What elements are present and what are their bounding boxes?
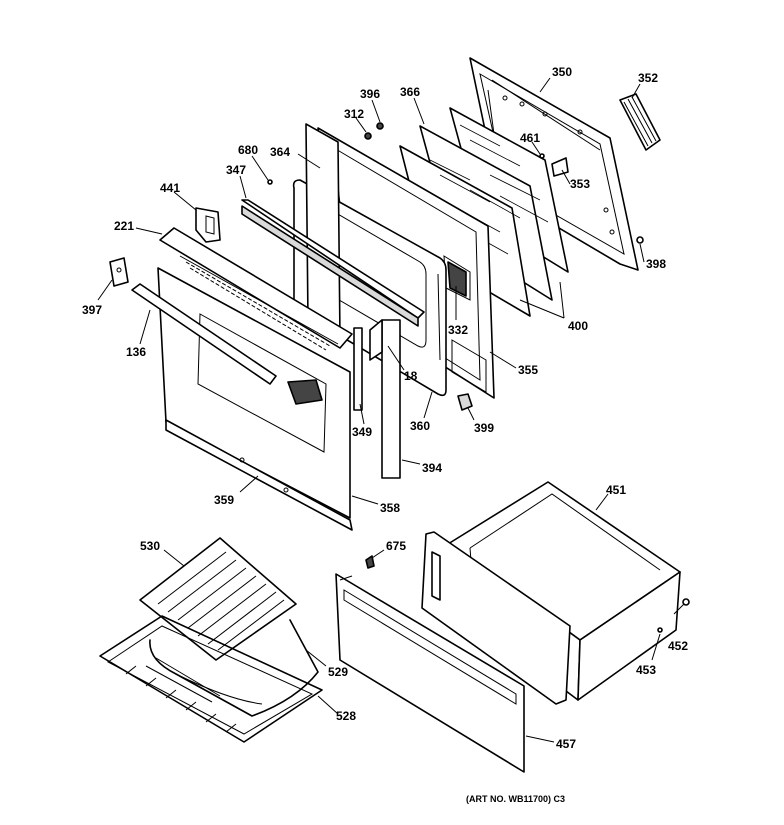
part-457-drawer-front-panel xyxy=(335,573,525,773)
part-221-vent-trim xyxy=(159,227,353,351)
callout-441: 441 xyxy=(160,181,180,195)
callout-364: 364 xyxy=(270,145,290,159)
part-364-door-frame xyxy=(305,123,341,341)
callout-349: 349 xyxy=(352,425,372,439)
callout-400: 400 xyxy=(568,319,588,333)
callout-360: 360 xyxy=(410,419,430,433)
callout-528: 528 xyxy=(336,709,356,723)
part-352-hinge-strip xyxy=(619,93,661,151)
part-136-door-handle xyxy=(131,283,277,385)
part-528-oven-rack xyxy=(99,615,323,743)
callout-366: 366 xyxy=(400,85,420,99)
callout-394: 394 xyxy=(422,461,442,475)
callout-312: 312 xyxy=(344,107,364,121)
callout-358: 358 xyxy=(380,501,400,515)
callout-461: 461 xyxy=(520,131,540,145)
callout-529: 529 xyxy=(328,665,348,679)
part-359-bottom-door-trim xyxy=(165,419,353,531)
callout-451: 451 xyxy=(606,483,626,497)
callout-452: 452 xyxy=(668,639,688,653)
leader-lines xyxy=(97,77,685,743)
part-callout-labels: 350 352 396 366 312 461 353 680 364 347 … xyxy=(82,65,688,804)
callout-353: 353 xyxy=(570,177,590,191)
callout-530: 530 xyxy=(140,539,160,553)
callout-680: 680 xyxy=(238,143,258,157)
callout-350: 350 xyxy=(552,65,572,79)
callout-332: 332 xyxy=(448,323,468,337)
callout-675: 675 xyxy=(386,539,406,553)
callout-136: 136 xyxy=(126,345,146,359)
part-397-clip xyxy=(109,257,129,287)
callout-352: 352 xyxy=(638,71,658,85)
part-small-fasteners xyxy=(267,122,644,411)
callout-359: 359 xyxy=(214,493,234,507)
part-394-door-post xyxy=(369,319,401,479)
part-530-broiler-grid xyxy=(139,537,297,661)
part-529-broiler-pan xyxy=(149,619,319,717)
callout-457: 457 xyxy=(556,737,576,751)
callout-399: 399 xyxy=(474,421,494,435)
callout-398: 398 xyxy=(646,257,666,271)
callout-18: 18 xyxy=(404,369,418,383)
art-number: (ART NO. WB11700) C3 xyxy=(466,794,565,804)
part-347-top-channel xyxy=(241,199,425,327)
part-drawer-front-frame xyxy=(421,531,571,705)
part-drawer-fasteners xyxy=(365,555,690,633)
callout-396: 396 xyxy=(360,87,380,101)
callout-453: 453 xyxy=(636,663,656,677)
part-349-side-strip xyxy=(353,327,363,411)
part-441-vent-bracket xyxy=(195,207,221,243)
callout-347: 347 xyxy=(226,163,246,177)
callout-397: 397 xyxy=(82,303,102,317)
callout-221: 221 xyxy=(114,219,134,233)
callout-355: 355 xyxy=(518,363,538,377)
